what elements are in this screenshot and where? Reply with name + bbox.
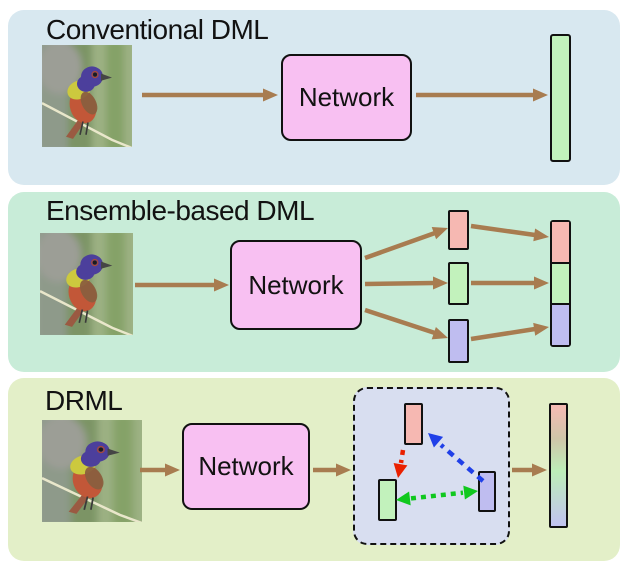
panel-title-ensemble: Ensemble-based DML (46, 195, 315, 226)
panel-title-drml: DRML (45, 385, 123, 416)
stack-segment-green (552, 261, 569, 304)
stack-segment-pink (552, 222, 569, 262)
panel-title-conventional: Conventional DML (46, 14, 269, 45)
embedding-bar-concatenated (550, 220, 571, 347)
embedding-bar-fused (549, 403, 568, 528)
network-box-label: Network (198, 451, 294, 481)
arrowhead (263, 88, 278, 102)
network-box: Network (182, 423, 310, 510)
network-box: Network (230, 240, 362, 330)
network-box-label: Network (298, 82, 395, 112)
bird-illustration (40, 233, 133, 335)
stack-segment-purple (552, 303, 569, 346)
learner-embedding-green (448, 262, 469, 305)
learner-embedding-pink (448, 210, 469, 250)
bird-image (42, 45, 132, 147)
learner-embedding-purple (448, 319, 469, 363)
relation-node-green (378, 479, 397, 521)
bird-illustration (42, 45, 132, 147)
arrowhead (533, 88, 548, 102)
network-box-label: Network (248, 269, 344, 300)
bird-image (42, 420, 142, 522)
embedding-bar-single (550, 34, 571, 162)
network-box: Network (281, 54, 412, 141)
panel-conventional-dml: Conventional DML (8, 10, 620, 185)
relation-module-box (353, 387, 510, 545)
bird-image (40, 233, 133, 335)
panel-ensemble-dml: Ensemble-based DML (8, 192, 620, 372)
bird-illustration (42, 420, 142, 522)
panel-drml: DRML (8, 378, 620, 561)
relation-node-pink (404, 403, 423, 445)
relation-node-purple (478, 471, 496, 512)
